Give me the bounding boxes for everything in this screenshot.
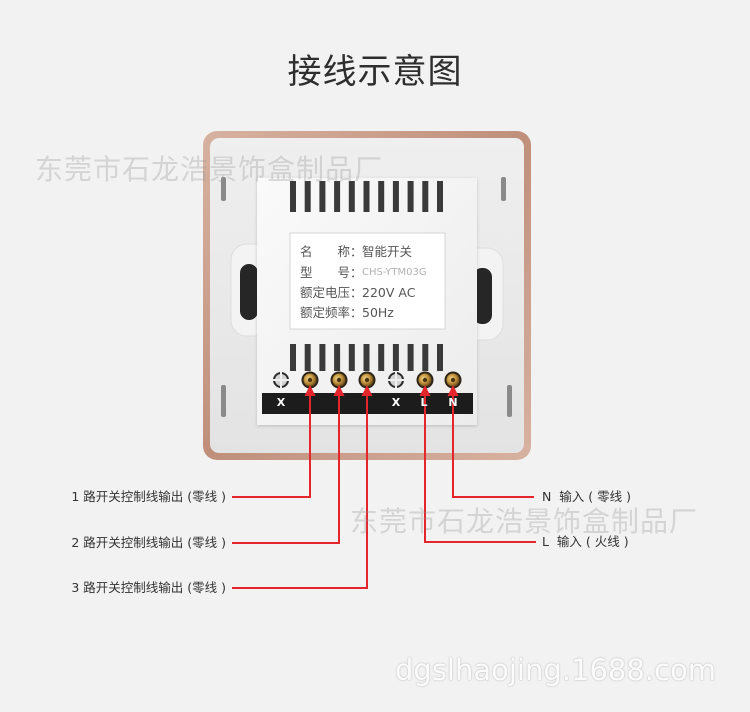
- nameplate-value: 智能开关: [362, 244, 413, 260]
- nameplate-row-model: 型 号 ： CHS-YTM03G: [300, 262, 440, 282]
- vent-slot: [378, 344, 385, 371]
- callout-output-2: 2 路开关控制线输出 (零线 ): [71, 535, 226, 550]
- terminal-screw: [416, 371, 434, 389]
- nameplate-row-voltage: 额定电压 ： 220V AC: [300, 283, 440, 303]
- vent-slot: [319, 344, 326, 371]
- nameplate: [289, 232, 446, 330]
- vent-slot: [319, 181, 326, 212]
- vent-slot: [290, 344, 296, 371]
- vent-slot: [437, 181, 443, 212]
- nameplate-row-name: 名 称 ： 智能开关: [300, 242, 440, 262]
- callout-output-3: 3 路开关控制线输出 (零线 ): [71, 580, 226, 595]
- nameplate-text: 名 称 ： 智能开关 型 号 ： CHS-YTM03G 额定电压 ： 220V …: [300, 242, 440, 324]
- terminal-screw: [444, 371, 462, 389]
- vent-slot: [392, 181, 399, 212]
- vent-slot: [348, 181, 355, 212]
- terminal-screw: [330, 371, 348, 389]
- terminal-label-x2: X: [391, 396, 401, 409]
- frame-slot: [507, 385, 512, 417]
- website-watermark: dgslhaojing.1688.com: [395, 653, 716, 687]
- vent-slot: [334, 344, 341, 371]
- nameplate-colon: ：: [350, 284, 363, 300]
- terminal-label-x1: X: [276, 396, 286, 409]
- callout-input-n: N 输入 ( 零线 ): [542, 489, 631, 504]
- nameplate-row-frequency: 额定频率 ： 50Hz: [300, 303, 440, 323]
- page-title: 接线示意图: [287, 52, 463, 92]
- vent-slot: [290, 181, 296, 212]
- wire-output-1: [232, 394, 311, 498]
- nameplate-colon: ：: [350, 264, 363, 280]
- bottom-vent-grille: [290, 344, 443, 371]
- wire-input-l: [424, 394, 536, 543]
- nameplate-colon: ：: [350, 244, 363, 260]
- nameplate-key: 型 号: [300, 264, 351, 280]
- terminal-screw: [301, 371, 319, 389]
- terminal-empty: [272, 371, 290, 389]
- arrow-up-icon: [361, 385, 373, 396]
- nameplate-value: 50Hz: [362, 305, 394, 321]
- arrow-up-icon: [419, 385, 431, 396]
- vent-slot: [363, 181, 370, 212]
- arrow-up-icon: [447, 385, 459, 396]
- vent-slot: [304, 344, 311, 371]
- vent-slot: [407, 181, 414, 212]
- vent-slot: [304, 181, 311, 212]
- nameplate-value: 220V AC: [362, 284, 416, 300]
- callout-input-l: L 输入 ( 火线 ): [542, 534, 629, 549]
- vent-slot: [363, 344, 370, 371]
- vent-slot: [407, 344, 414, 371]
- vent-slot: [378, 181, 385, 212]
- nameplate-key: 名 称: [300, 244, 351, 260]
- nameplate-key: 额定电压: [300, 284, 351, 300]
- nameplate-value: CHS-YTM03G: [362, 266, 427, 278]
- frame-slot: [221, 385, 226, 417]
- arrow-up-icon: [304, 385, 316, 396]
- vent-slot: [422, 181, 429, 212]
- frame-slot: [221, 177, 226, 201]
- nameplate-colon: ：: [350, 305, 363, 321]
- terminal-empty: [387, 371, 405, 389]
- top-vent-grille: [290, 181, 443, 212]
- wire-output-2: [232, 394, 340, 544]
- vent-slot: [422, 344, 429, 371]
- callout-output-1: 1 路开关控制线输出 (零线 ): [71, 489, 226, 504]
- company-watermark: 东莞市石龙浩景饰盒制品厂: [35, 153, 384, 186]
- vent-slot: [348, 344, 355, 371]
- vent-slot: [437, 344, 443, 371]
- company-watermark: 东莞市石龙浩景饰盒制品厂: [350, 505, 699, 538]
- terminal-screw: [358, 371, 376, 389]
- terminal-label-n: N: [448, 396, 458, 409]
- vent-slot: [334, 181, 341, 212]
- vent-slot: [392, 344, 399, 371]
- arrow-up-icon: [333, 385, 345, 396]
- terminal-label-l: L: [420, 396, 428, 409]
- right-mounting-slot: [473, 268, 492, 324]
- left-mounting-slot: [240, 264, 258, 320]
- wire-input-n: [452, 394, 534, 498]
- nameplate-key: 额定频率: [300, 305, 351, 321]
- wire-output-3: [232, 394, 368, 589]
- frame-slot: [501, 177, 506, 201]
